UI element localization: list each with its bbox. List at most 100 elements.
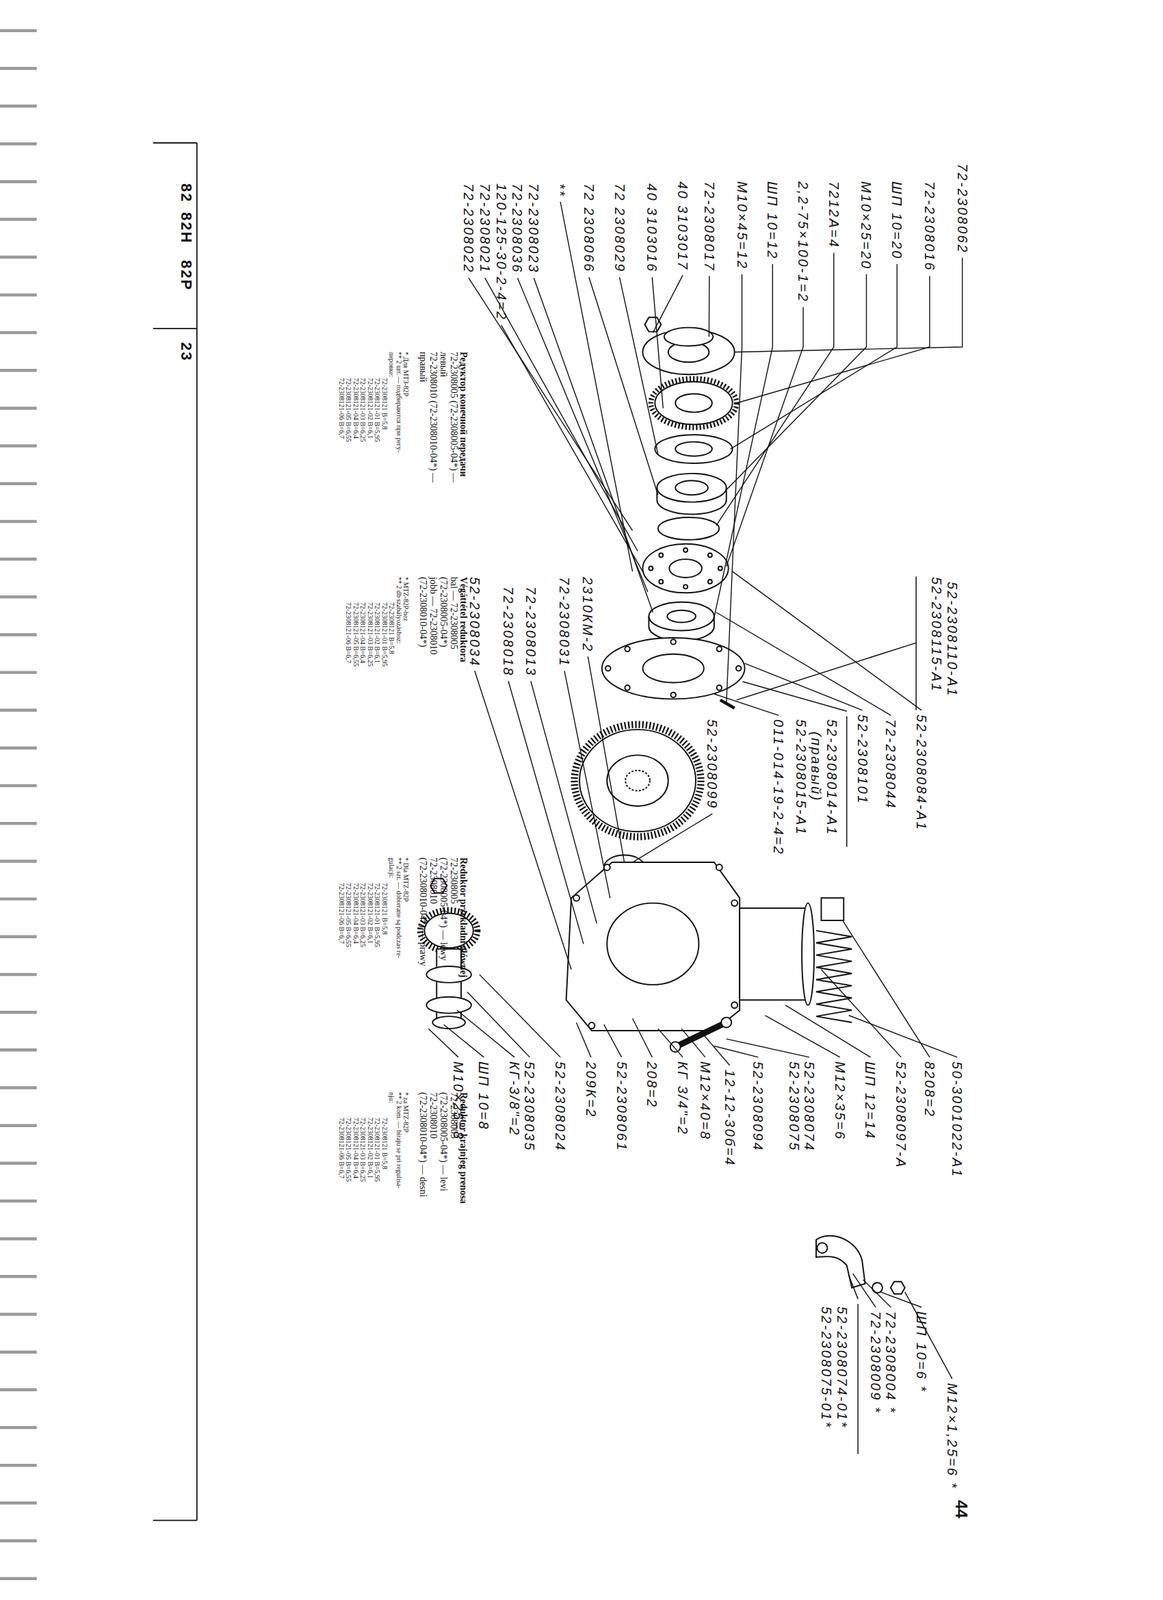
table-note: 72-2308121-03 B=6,25 <box>366 602 374 667</box>
callout-number: М12×40=8 <box>698 1061 713 1141</box>
callout-number: ШП 10=8 <box>476 1061 491 1131</box>
leader-line <box>714 693 779 715</box>
ring-gear-bore <box>675 394 713 413</box>
callout-number: КГ-3/8"=2 <box>507 1061 522 1137</box>
leader-line <box>732 571 922 711</box>
callout-number: 40 3103017 <box>675 181 690 271</box>
callout-number: 50-3001022-А1 <box>950 1061 964 1178</box>
hole <box>683 547 688 553</box>
table-text: 72-2308010 <box>428 1091 438 1139</box>
ring-gear-teeth <box>650 378 737 428</box>
table-note: 72-2308121-02 B=6,1 <box>373 602 381 663</box>
leader-line <box>736 275 930 403</box>
leader-line <box>658 1028 683 1057</box>
bearing <box>426 996 472 1014</box>
bolt <box>624 684 630 690</box>
washer <box>432 1015 466 1029</box>
table-note: 72-2308121-06 B=6,7 <box>344 602 352 663</box>
leader-line <box>716 253 834 526</box>
steering-arm <box>675 1022 727 1047</box>
comb-tooth <box>0 1312 37 1315</box>
leader-line <box>764 1015 840 1057</box>
callout-number: 209К=2 <box>584 1061 598 1118</box>
table-text: (72-2308010-04*) <box>417 576 428 648</box>
leader-line <box>730 264 898 449</box>
bracket-line <box>846 716 847 847</box>
table-note: 72-2308121-01 B=5,95 <box>381 602 388 667</box>
disc-bore <box>675 441 713 457</box>
leader-line <box>701 1032 730 1066</box>
leader-line <box>576 1022 592 1057</box>
leader-line <box>456 1009 515 1057</box>
leader-line <box>443 1024 485 1057</box>
table-frame <box>153 142 198 1521</box>
callout-number: 52-2308084-А1 <box>914 714 929 831</box>
comb-tooth <box>0 1463 37 1467</box>
comb-tooth <box>0 670 37 674</box>
cover-bore <box>642 654 704 683</box>
leader-line <box>632 1017 653 1057</box>
model-header: 82Р <box>178 259 194 291</box>
callout-number: 7212А=4 <box>827 181 841 249</box>
leader-line <box>842 920 930 1057</box>
leader-line <box>726 1038 810 1057</box>
callout-number: 52-2308075-01* <box>819 1305 834 1428</box>
callout-number: 72-2308013 <box>524 586 538 677</box>
bolt <box>716 864 723 871</box>
leader-line <box>619 277 659 455</box>
callout-number: М12×35=6 <box>833 1061 847 1141</box>
comb-tooth <box>0 443 37 447</box>
comb-tooth <box>0 1500 37 1504</box>
table-note: ** 2 шт. — подбираются при регу- <box>395 351 403 453</box>
comb-tooth <box>0 746 37 750</box>
table-note: 72-2308121-03 B=6,25 <box>359 1117 367 1182</box>
callout-number: 72-2308062 <box>955 163 970 254</box>
callout-number: 52-2308061 <box>615 1061 629 1152</box>
pinion-teeth <box>420 909 478 951</box>
comb-tooth <box>0 972 37 976</box>
table-note: * za MTZ-82P <box>402 1091 410 1133</box>
table-text: 72-2308005 (72-2308005-04*) — <box>448 351 459 483</box>
table-note: nju: <box>387 1091 395 1103</box>
leader-line <box>467 991 530 1057</box>
comb-tooth <box>0 519 37 523</box>
leader-line <box>785 1004 871 1057</box>
callout-number: 52-2308075 <box>787 1061 802 1152</box>
callout-number: ** <box>553 183 568 198</box>
table-note: * Для МТЗ-82Р <box>402 351 410 397</box>
disc <box>654 434 733 464</box>
leader-line <box>708 275 711 337</box>
comb-tooth <box>0 935 37 938</box>
comb-tooth <box>0 482 37 486</box>
leader-line <box>905 1291 953 1379</box>
callout-number: 52-2308099 <box>705 719 720 810</box>
callout-number: 72-2308016 <box>922 181 937 272</box>
callout-number: 52-2308110-А1 <box>945 581 960 698</box>
bolt <box>604 864 611 871</box>
brackets <box>736 576 917 1454</box>
comb-tooth <box>0 632 37 636</box>
arm <box>816 1235 866 1288</box>
comb-tooth <box>0 368 37 372</box>
hole <box>718 566 723 571</box>
comb-tooth <box>0 179 37 183</box>
flange <box>642 543 728 594</box>
leader-line <box>652 275 683 333</box>
leader-line <box>501 324 644 572</box>
leader-line <box>651 277 663 408</box>
leader-line <box>468 277 633 531</box>
callout-number: 72 2308066 <box>582 183 596 273</box>
model-header: 23 <box>178 342 194 362</box>
table-note: 72-2308121-06 B=6,7 <box>337 1117 345 1179</box>
bolt <box>716 684 722 690</box>
callout-number: 52-2308101 <box>855 714 870 805</box>
bolt <box>588 1022 595 1029</box>
callout-number: ШП 10=12 <box>765 181 780 260</box>
table-note: 72-2308121-05 B=6,55 <box>344 882 352 947</box>
housing <box>566 861 741 1031</box>
callout-number: 72-2308018 <box>501 586 516 677</box>
callout-number: 72-2308004 * <box>883 1310 898 1414</box>
callout-number: 8208=2 <box>922 1061 937 1118</box>
